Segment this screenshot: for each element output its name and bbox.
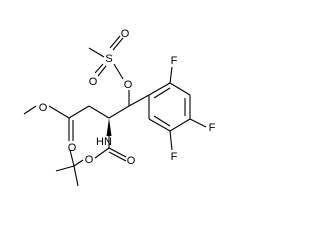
bond-ring-f-para — [189, 118, 207, 128]
atom-s: S — [105, 53, 112, 65]
ring-inner-double-3 — [153, 115, 171, 127]
bond-methyl-oester — [23, 105, 37, 115]
bond-chiral-choms — [108, 105, 130, 119]
bond-choms-ipso — [128, 94, 150, 107]
structure-canvas: O O O S O O HN O O F F F — [23, 28, 216, 187]
atom-o-ester-double: O — [68, 142, 77, 154]
bond-osingle-tbu — [73, 159, 84, 167]
atom-o-mesylate-link: O — [124, 79, 133, 91]
wedge-bond-chiral-n — [106, 118, 112, 136]
bond-carbamate-double-b — [108, 151, 127, 162]
atom-f-meta: F — [171, 151, 178, 163]
bond-carbonyl-ch2 — [68, 105, 90, 119]
bond-tbu-methyl-left — [55, 165, 75, 172]
ring-bond-4 — [169, 118, 191, 132]
bond-s-obottom-a — [94, 63, 104, 74]
molecule-diagram: O O O S O O HN O O F F F — [23, 28, 216, 187]
bond-s-obottom-b — [97, 65, 107, 77]
atom-f-para: F — [209, 122, 216, 134]
bond-carbamate-double-a — [108, 147, 127, 158]
bond-carbamate-osingle — [94, 147, 110, 159]
bond-ring-f-meta — [169, 130, 173, 151]
bond-ring-f-ortho — [169, 66, 173, 84]
bond-oester-carbonyl — [48, 105, 70, 119]
bond-tbu-methyl-up — [69, 149, 75, 167]
bond-s-methyl — [88, 47, 105, 58]
atom-o-carbamate-single: O — [85, 154, 94, 166]
bond-tbu-methyl-down — [73, 165, 79, 187]
ring-bond-2 — [169, 82, 191, 96]
atom-nh: HN — [96, 136, 112, 148]
ring-bond-1 — [148, 82, 171, 96]
ring-bond-5 — [148, 118, 171, 132]
bond-s-otop-a — [112, 37, 124, 51]
atom-o-sulfonyl-bottom: O — [89, 76, 98, 88]
atom-o-carbamate-double: O — [127, 155, 136, 167]
atom-f-ortho: F — [171, 55, 178, 67]
atom-o-sulfonyl-top: O — [121, 28, 130, 40]
bond-s-otop-b — [109, 35, 121, 49]
ring-inner-double-1 — [153, 87, 171, 99]
bond-olink-s — [113, 63, 124, 80]
atom-o-ester-single: O — [39, 102, 48, 114]
bond-ch2-chiral — [88, 105, 110, 119]
